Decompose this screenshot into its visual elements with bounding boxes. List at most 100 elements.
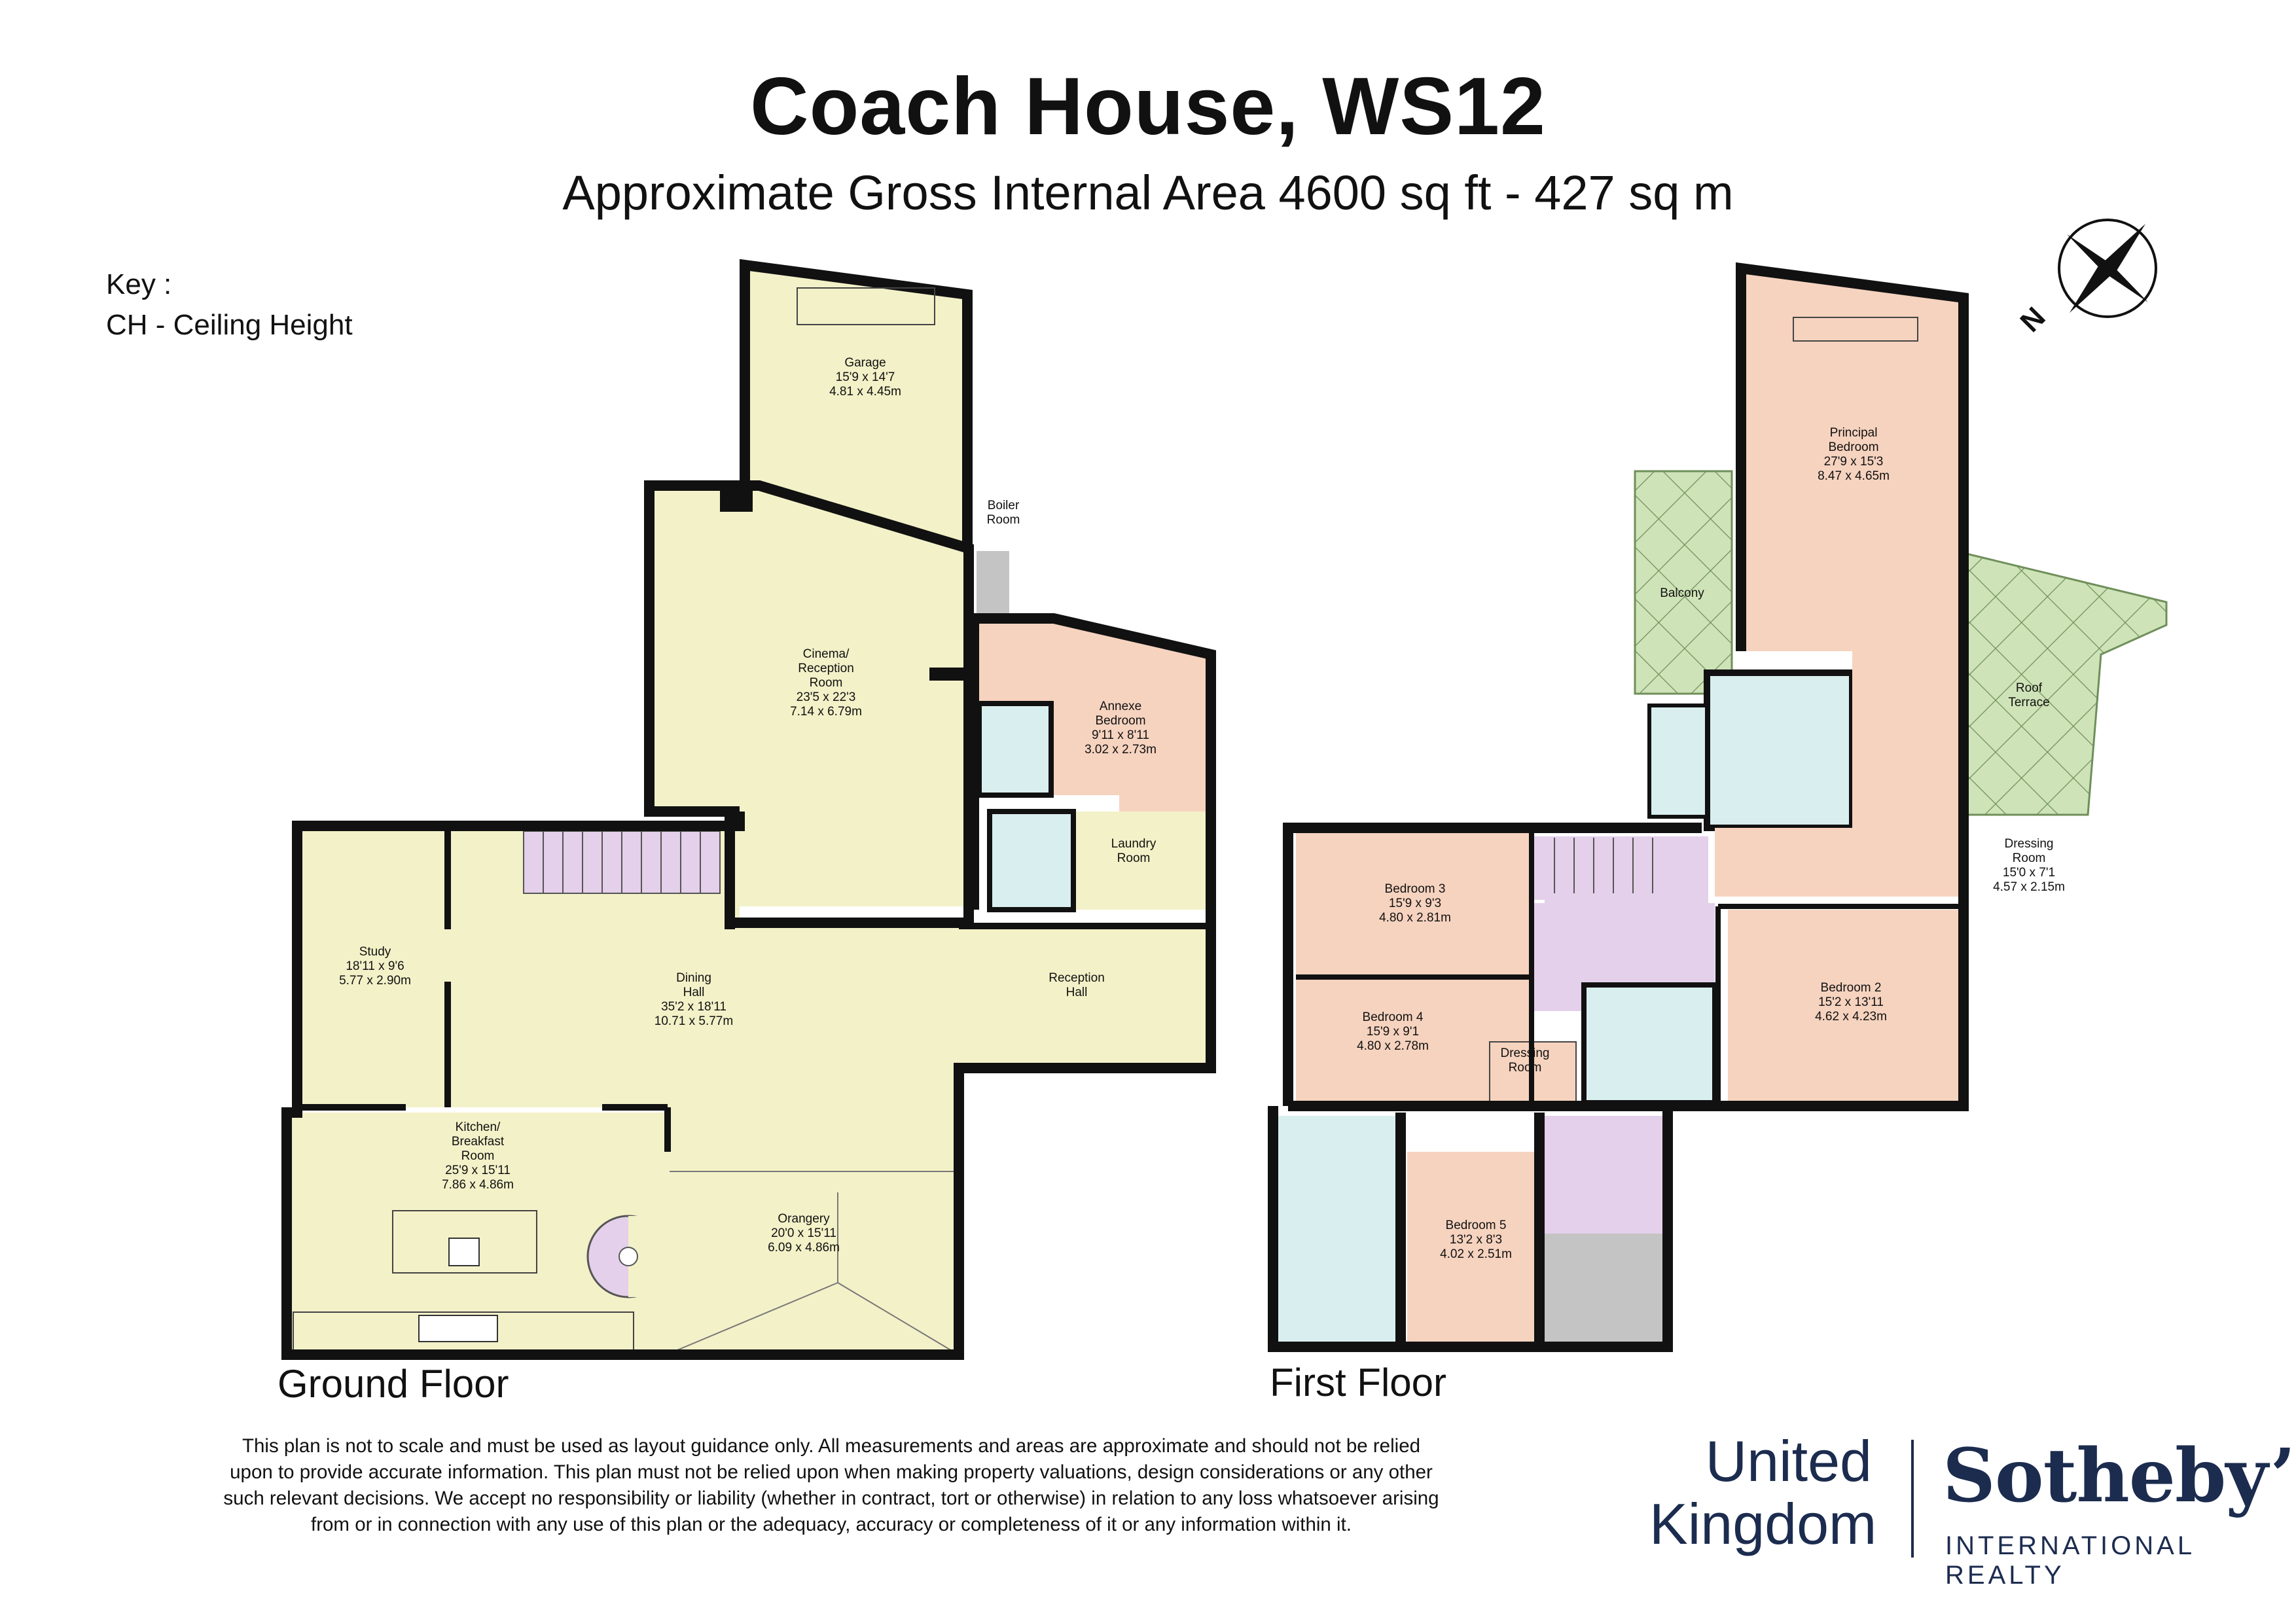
principal-bedroom [1741,268,1964,651]
key-entry: CH - Ceiling Height [106,309,353,341]
dressing-room-first [1715,651,1964,897]
room-label-line: 15'9 x 9'3 [1389,897,1441,910]
room-label-line: 7.14 x 6.79m [790,705,862,719]
room-label-line: Laundry [1111,837,1157,851]
brand-region-line2: Kingdom [1649,1491,1877,1556]
room-label-line: 4.81 x 4.45m [829,385,901,399]
compass-rose: N [2014,219,2157,338]
store-room [1545,1234,1662,1342]
room-label-line: Room [2013,851,2046,865]
laundry-room [1073,812,1211,910]
ensuite-principal [1704,669,1856,831]
ground-floor-plan [281,259,1216,1360]
room-label-line: 15'9 x 9'1 [1367,1025,1419,1039]
room-label-line: Terrace [2008,696,2049,709]
room-label-line: 4.02 x 2.51m [1440,1247,1512,1261]
room-label-line: Breakfast [452,1135,505,1149]
room-label-line: 9'11 x 8'11 [1092,728,1149,742]
room-label-line: Reception [1049,971,1105,985]
disclaimer-text: This plan is not to scale and must be us… [223,1435,1439,1535]
room-label-line: 4.57 x 2.15m [1993,880,2065,894]
brand-region: United Kingdom [1649,1429,1877,1556]
room-label-line: Dressing [1501,1046,1550,1060]
room-label-line: Bedroom [1095,714,1145,728]
room-label-line: 15'0 x 7'1 [2003,866,2055,880]
brand-tagline: INTERNATIONAL REALTY [1945,1531,2195,1590]
room-label-line: Bedroom 4 [1363,1010,1424,1024]
bedroom-3 [1296,828,1532,977]
room-label-line: Dressing [2005,837,2054,851]
room-label-line: Cinema/ [803,647,850,661]
room-label-line: Room [1117,851,1151,865]
room-label-line: 35'2 x 18'11 [661,1000,726,1014]
room-label-line: Balcony [1660,586,1704,600]
room-label-line: 4.80 x 2.81m [1379,911,1451,925]
dining-hall-room [448,826,1211,1116]
bathroom-lower [1276,1116,1397,1342]
room-label-line: Kitchen/ [456,1120,501,1134]
room-label-line: Reception [798,662,854,675]
room-label-line: 18'11 x 9'6 [346,959,404,973]
balcony [1634,470,1733,695]
room-label-line: 15'2 x 13'11 [1818,995,1884,1009]
room-label-line: 6.09 x 4.86m [768,1241,840,1255]
bedroom-5 [1407,1152,1541,1342]
room-label-line: 8.47 x 4.65m [1818,469,1890,483]
room-label-line: 27'9 x 15'3 [1824,455,1884,469]
room-label-line: 10.71 x 5.77m [655,1014,733,1028]
orangery-room [670,1116,958,1358]
room-label-line: Bedroom 3 [1385,882,1446,896]
study-room [297,826,448,1107]
garage-room [745,265,967,546]
room-label-line: Principal [1830,426,1878,440]
room-label-line: Bedroom [1828,440,1878,454]
brand-region-line1: United [1705,1429,1872,1493]
stair-lower [1545,1116,1662,1234]
room-label-line: Room [461,1149,495,1163]
room-label-line: 23'5 x 22'3 [797,690,856,704]
room-label-line: Room [1509,1061,1542,1075]
bedroom-2 [1728,910,1960,1103]
area-subtitle: Approximate Gross Internal Area 4600 sq … [562,166,1734,220]
cinema-room [649,486,969,906]
room-label-line: Study [359,945,391,959]
ground-floor-label: Ground Floor [278,1362,509,1406]
family-bathroom [1581,982,1717,1105]
room-label-line: 5.77 x 2.90m [339,974,411,988]
landing [1532,836,1715,982]
room-label-line: Room [987,513,1020,527]
room-label-line: 15'9 x 14'7 [836,370,895,384]
boiler-room [977,551,1009,616]
page-title: Coach House, WS12 [750,62,1546,152]
room-label-line: Orangery [778,1212,830,1226]
room-label-line: 25'9 x 15'11 [445,1164,511,1177]
room-label-line: 4.80 x 2.78m [1357,1039,1429,1053]
room-label-line: 20'0 x 15'11 [771,1226,836,1240]
room-label-line: Hall [1066,986,1088,999]
brand-divider [1911,1440,1914,1558]
room-label-balcony: Balcony [1660,586,1704,600]
room-label-line: Bedroom 5 [1446,1219,1507,1232]
brand-logo-text: Sotheby’s [1943,1433,2296,1519]
first-floor-label: First Floor [1270,1361,1446,1404]
room-label-line: Room [810,676,843,690]
room-label-line: Garage [844,356,886,370]
compass-north-label: N [2014,301,2051,338]
room-label-line: 4.62 x 4.23m [1815,1010,1887,1024]
